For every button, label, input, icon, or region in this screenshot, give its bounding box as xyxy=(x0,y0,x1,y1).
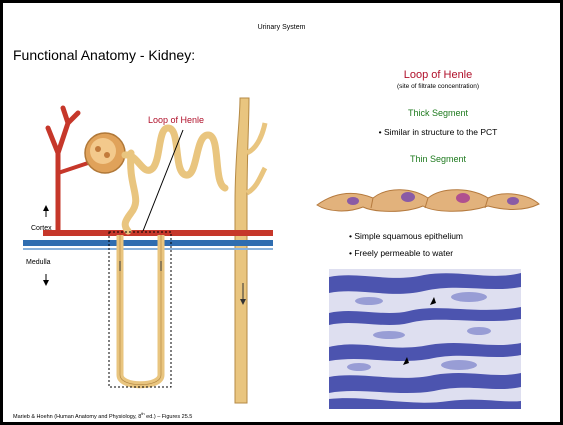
diagram-loop-label: Loop of Henle xyxy=(148,115,204,125)
blood-vessels-blue xyxy=(23,243,273,249)
glomerulus xyxy=(85,133,125,173)
collecting-duct xyxy=(235,98,265,403)
loop-heading: Loop of Henle xyxy=(338,69,538,81)
thick-segment-title: Thick Segment xyxy=(338,108,538,118)
cortex-label: Cortex xyxy=(31,225,52,232)
thin-segment-title: Thin Segment xyxy=(338,154,538,164)
figure-credit: Marieb & Hoehn (Human Anatomy and Physio… xyxy=(13,411,192,420)
micrograph-image xyxy=(329,269,521,409)
cortex-arrow xyxy=(43,205,49,217)
slide: Urinary System Functional Anatomy - Kidn… xyxy=(3,3,560,422)
loop-subheading: (site of filtrate concentration) xyxy=(338,83,538,90)
convoluted-tubules xyxy=(125,128,225,231)
medulla-label: Medulla xyxy=(26,259,51,266)
loop-of-henle-shape xyxy=(120,235,161,385)
bullet-item: • Freely permeable to water xyxy=(349,245,463,262)
bullet-item: • Simple squamous epithelium xyxy=(349,228,463,245)
squamous-cells-illustration xyxy=(313,180,543,220)
medulla-arrow xyxy=(43,274,49,286)
thick-segment-bullet: • Similar in structure to the PCT xyxy=(338,127,538,137)
thin-segment-bullets: • Simple squamous epithelium • Freely pe… xyxy=(349,228,463,262)
